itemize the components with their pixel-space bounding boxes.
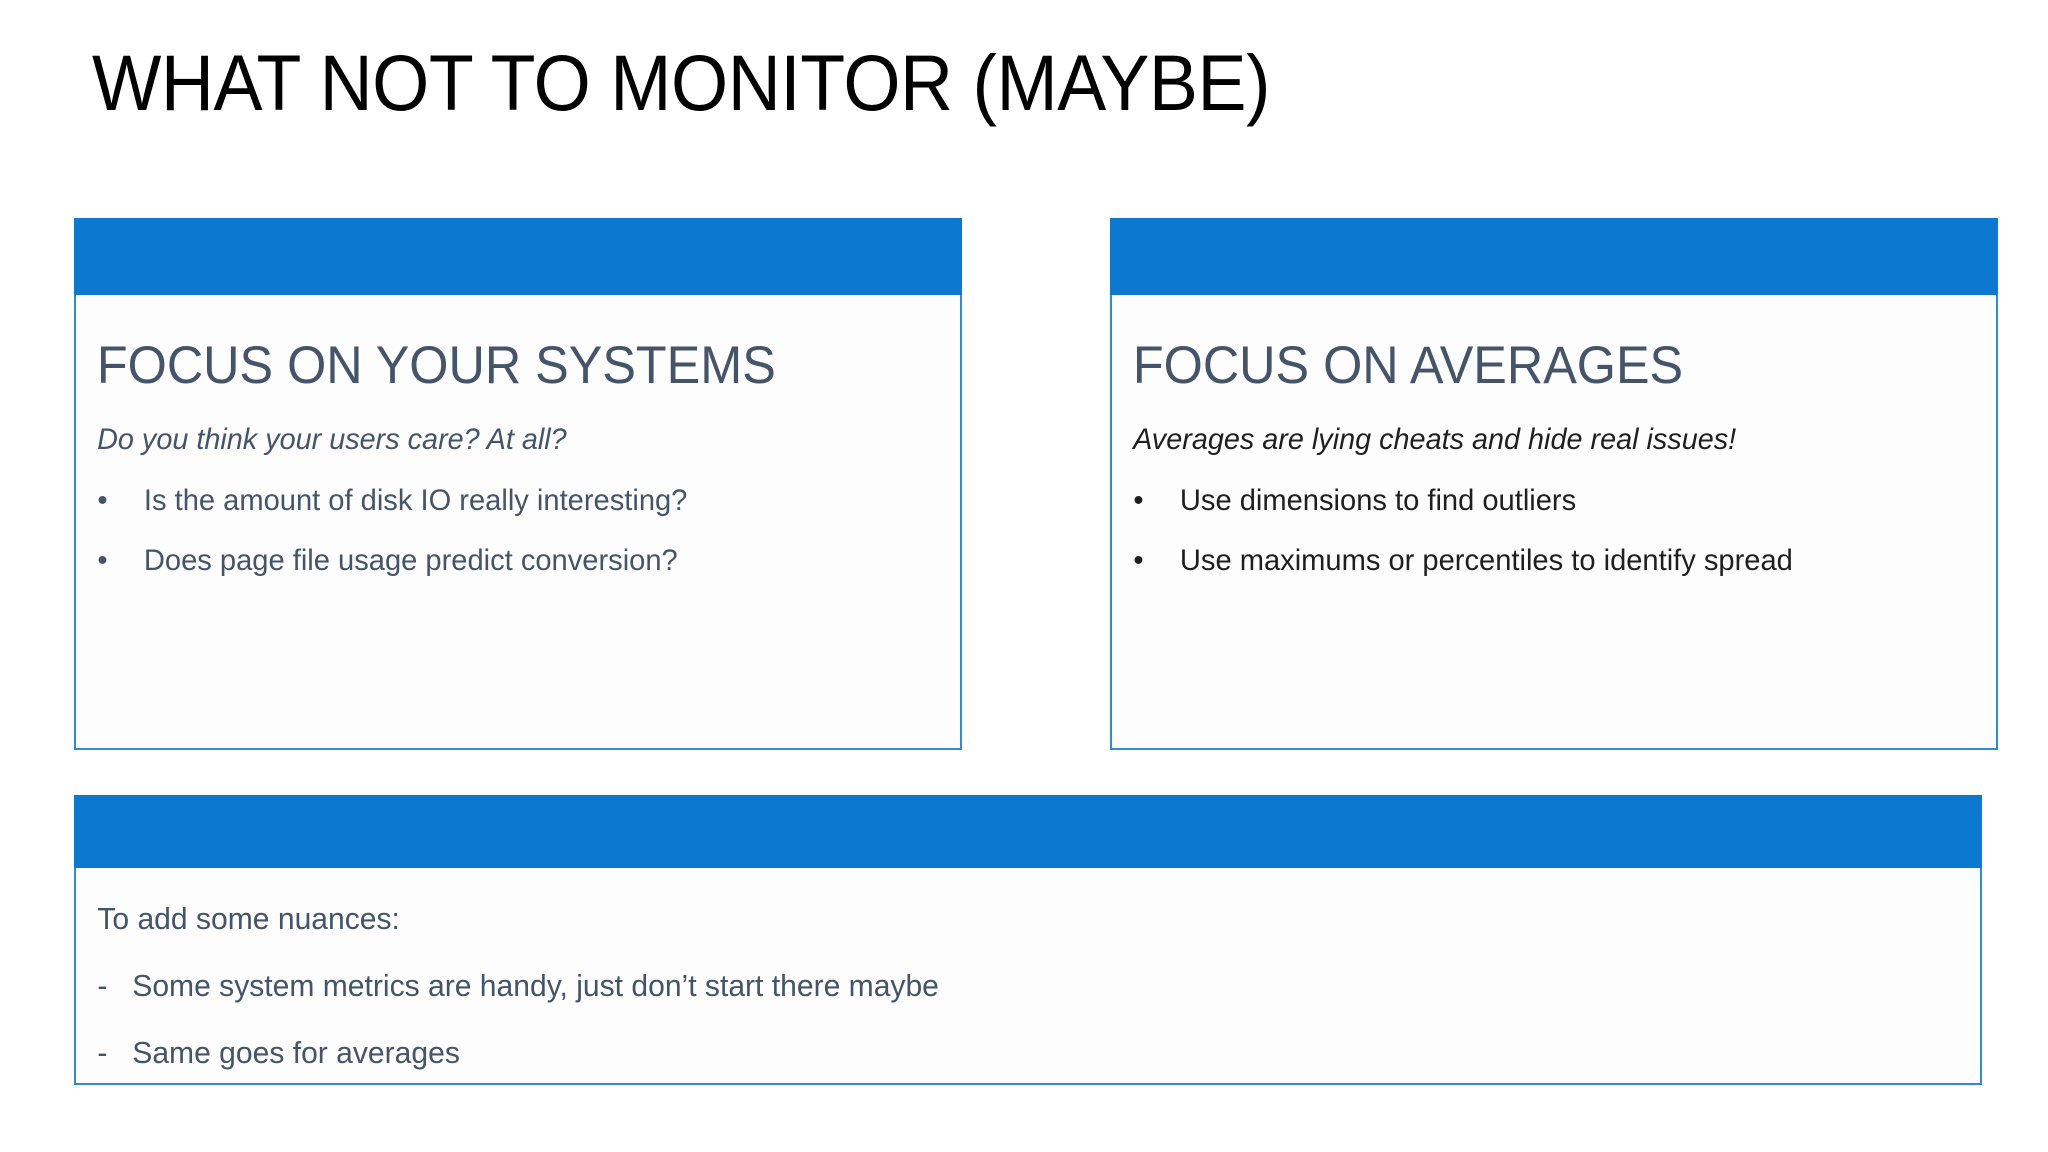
card-heading: FOCUS ON AVERAGES (1132, 336, 1684, 395)
list-item-label: Use dimensions to find outliers (1179, 483, 1577, 517)
list-item-label: Does page file usage predict conversion? (143, 544, 678, 578)
card-accent-bar (74, 795, 1982, 868)
bullet-icon: • (1133, 483, 1144, 517)
dash-icon: - (97, 1035, 108, 1071)
card-body: FOCUS ON YOUR SYSTEMS Do you think your … (74, 295, 962, 750)
bullet-list: • Use dimensions to find outliers • Use … (1112, 459, 1996, 580)
list-item-label: Same goes for averages (132, 1035, 460, 1071)
card-lead-text: Averages are lying cheats and hide real … (1133, 423, 1737, 457)
bullet-icon: • (1133, 544, 1144, 578)
list-item: - Same goes for averages (76, 1004, 1923, 1071)
card-body: FOCUS ON AVERAGES Averages are lying che… (1110, 295, 1998, 750)
bullet-list: • Is the amount of disk IO really intere… (76, 459, 960, 580)
list-item: • Is the amount of disk IO really intere… (76, 459, 933, 520)
list-item: • Does page file usage predict conversio… (76, 519, 933, 580)
dash-list: - Some system metrics are handy, just do… (76, 937, 1980, 1071)
card-lead-text: Do you think your users care? At all? (97, 423, 567, 457)
list-item: • Use dimensions to find outliers (1112, 459, 1969, 520)
bullet-icon: • (97, 544, 108, 578)
card-focus-on-your-systems: FOCUS ON YOUR SYSTEMS Do you think your … (74, 218, 962, 750)
list-item: • Use maximums or percentiles to identif… (1112, 519, 1969, 580)
list-item-label: Is the amount of disk IO really interest… (143, 483, 688, 517)
list-item-label: Some system metrics are handy, just don’… (132, 968, 939, 1004)
card-focus-on-averages: FOCUS ON AVERAGES Averages are lying che… (1110, 218, 1998, 750)
card-accent-bar (1110, 218, 1998, 295)
dash-icon: - (97, 968, 108, 1004)
card-lead-text: To add some nuances: (97, 901, 400, 936)
card-body: To add some nuances: - Some system metri… (74, 868, 1982, 1085)
list-item-label: Use maximums or percentiles to identify … (1179, 544, 1793, 578)
card-nuances: To add some nuances: - Some system metri… (74, 795, 1982, 1085)
list-item: - Some system metrics are handy, just do… (76, 937, 1923, 1004)
card-accent-bar (74, 218, 962, 295)
page-title: WHAT NOT TO MONITOR (MAYBE) (92, 38, 1271, 127)
bullet-icon: • (97, 483, 108, 517)
card-heading: FOCUS ON YOUR SYSTEMS (96, 336, 776, 395)
